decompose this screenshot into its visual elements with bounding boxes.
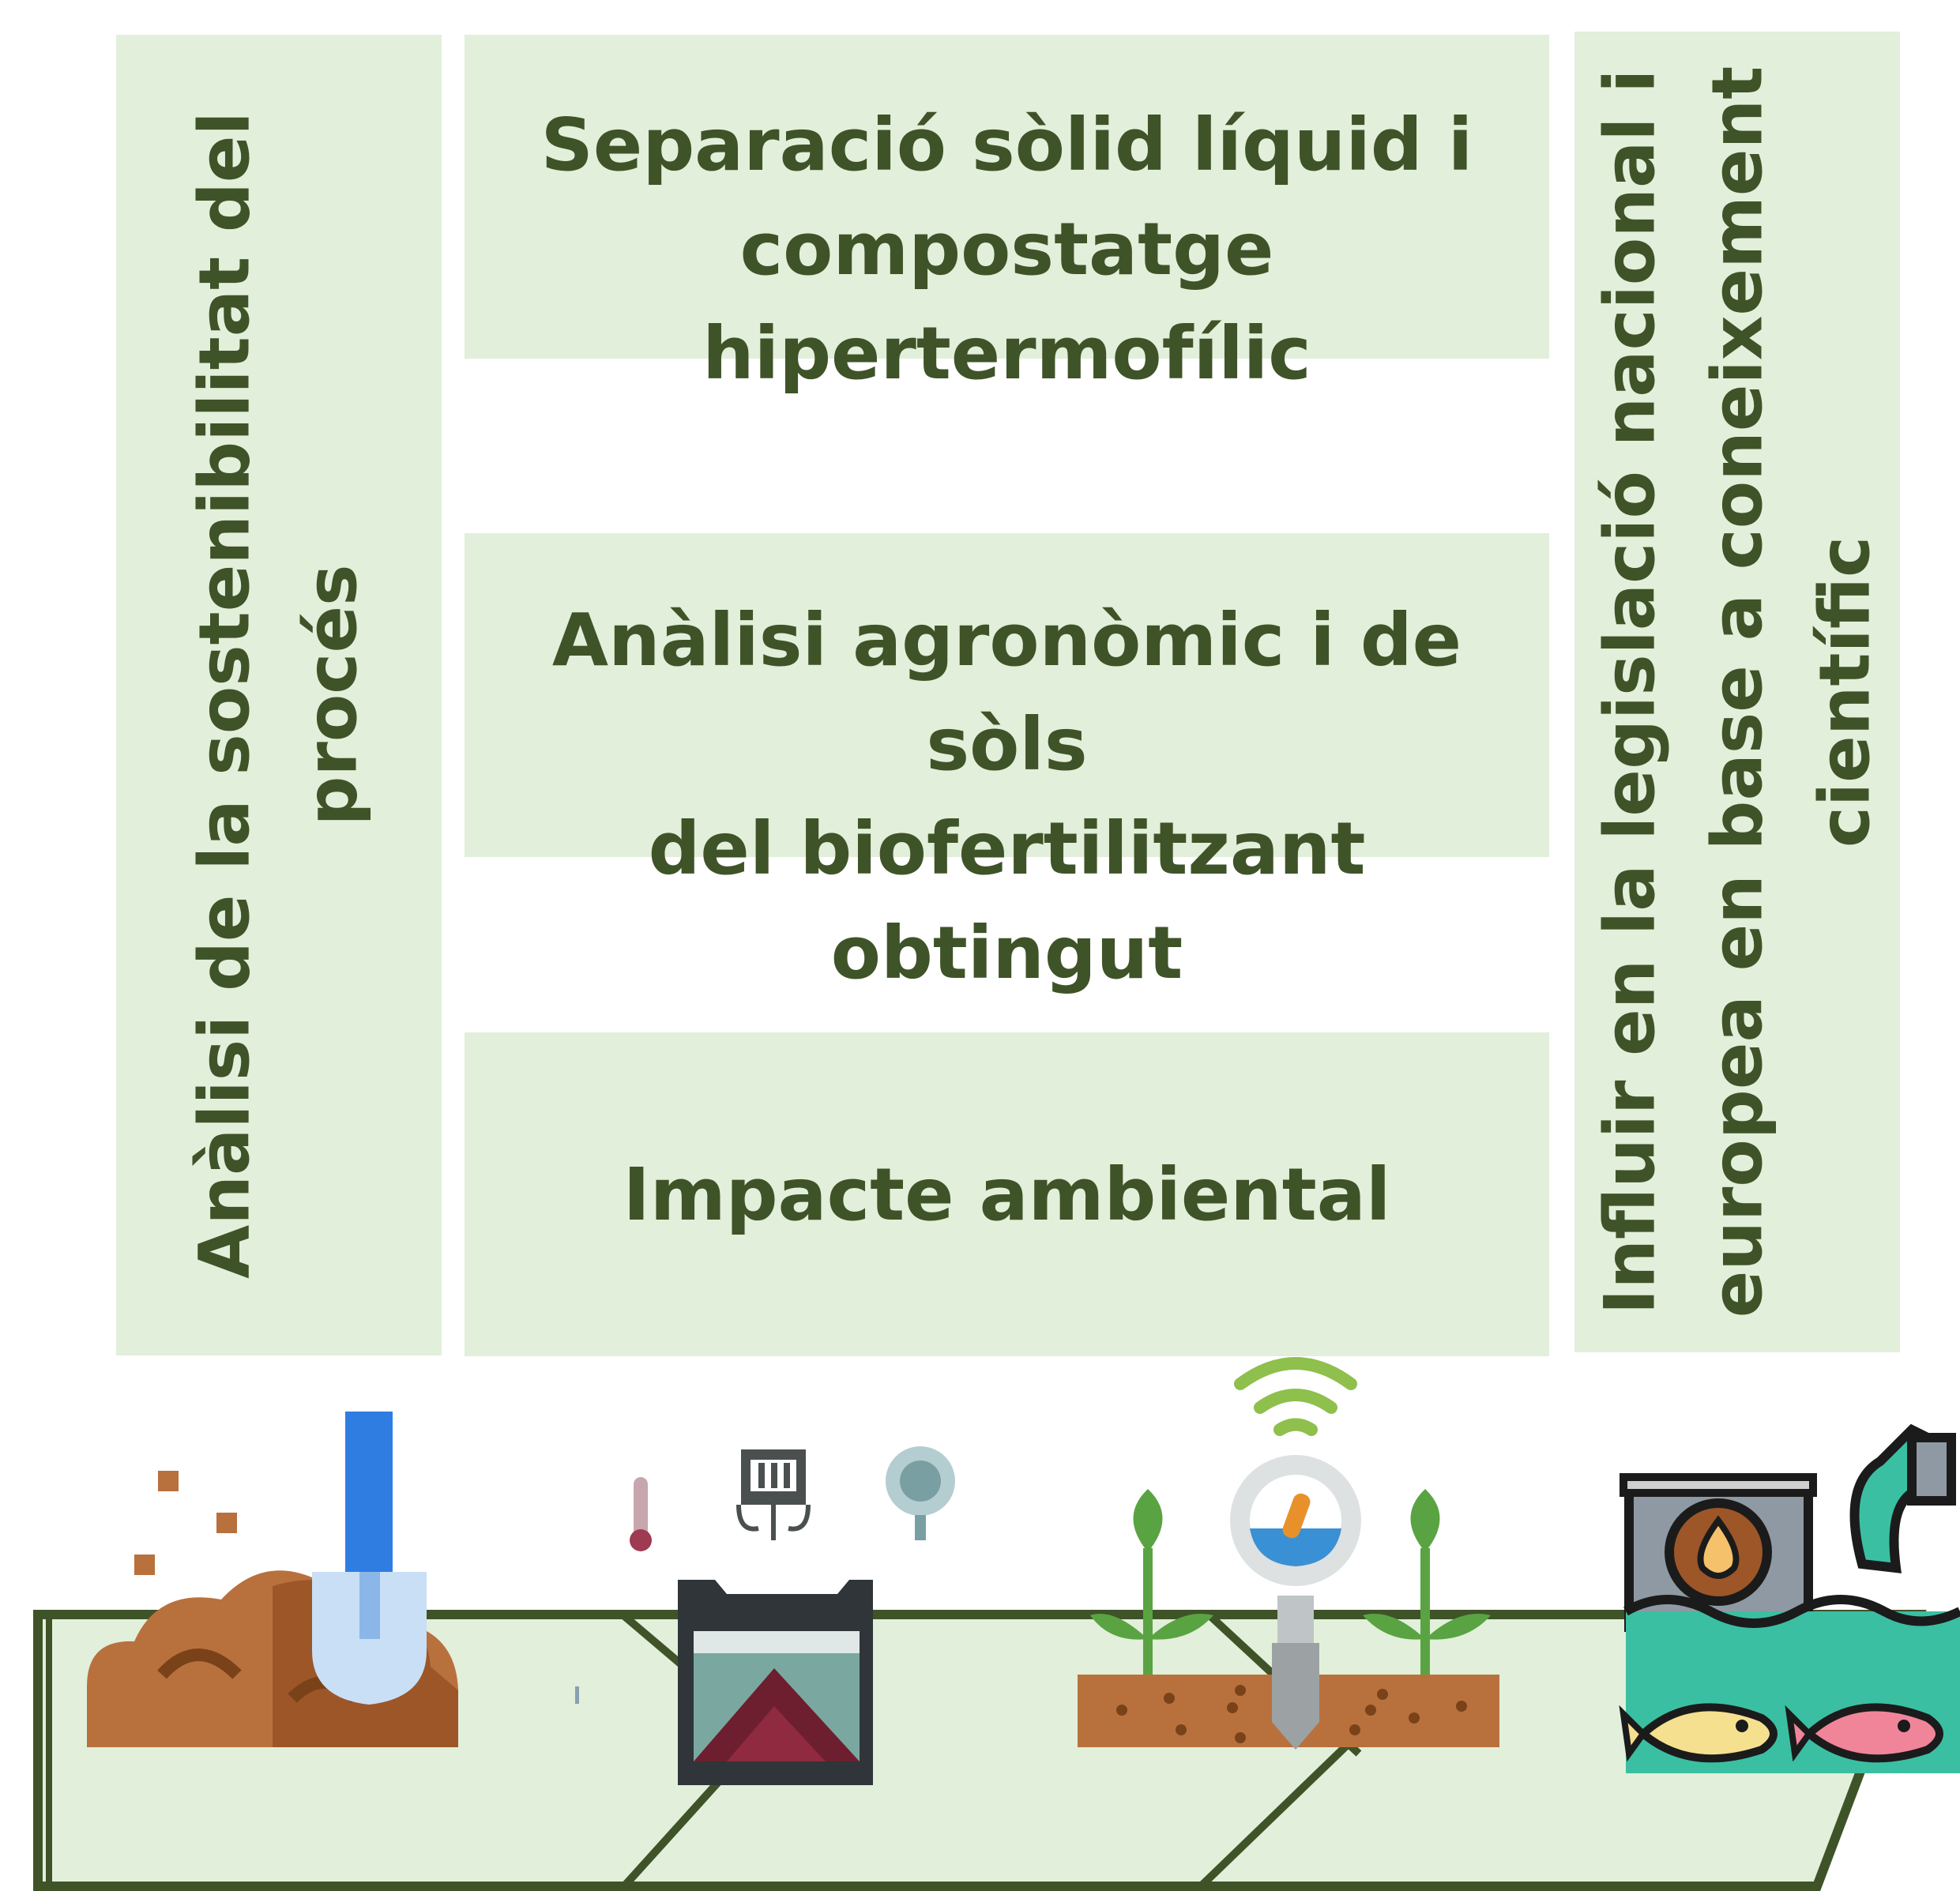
step-3-label: Impacte ambiental	[465, 1143, 1549, 1247]
step-1-line-2: compostatge hipertermofílic	[702, 207, 1311, 396]
right-panel	[1574, 32, 1900, 1352]
left-panel	[116, 35, 442, 1355]
step-2-line-2: del biofertilitzant obtingut	[648, 806, 1366, 995]
compost-reactor-icon	[678, 1580, 873, 1785]
step-1-line-1: Separació sòlid líquid i	[540, 103, 1473, 187]
water-pollution-fish-icon	[1619, 1423, 1960, 1773]
soil-sensor-plants-icon	[1078, 1357, 1499, 1750]
soil-shovel-icon	[87, 1412, 458, 1747]
step-box-2: Anàlisi agronòmic i de sòls del bioferti…	[465, 533, 1549, 995]
step-box-1: Separació sòlid líquid i compostatge hip…	[465, 35, 1549, 396]
ground-divider-4	[1198, 1731, 1362, 1889]
step-2-label: Anàlisi agronòmic i de sòls del bioferti…	[465, 588, 1549, 1006]
step-box-3: Impacte ambiental	[465, 1032, 1549, 1356]
step-1-label: Separació sòlid líquid i compostatge hip…	[465, 93, 1549, 406]
step-2-line-1: Anàlisi agronòmic i de sòls	[551, 598, 1462, 787]
lab-instruments-icon	[575, 1446, 955, 1704]
step-3-line-1: Impacte ambiental	[623, 1152, 1391, 1237]
